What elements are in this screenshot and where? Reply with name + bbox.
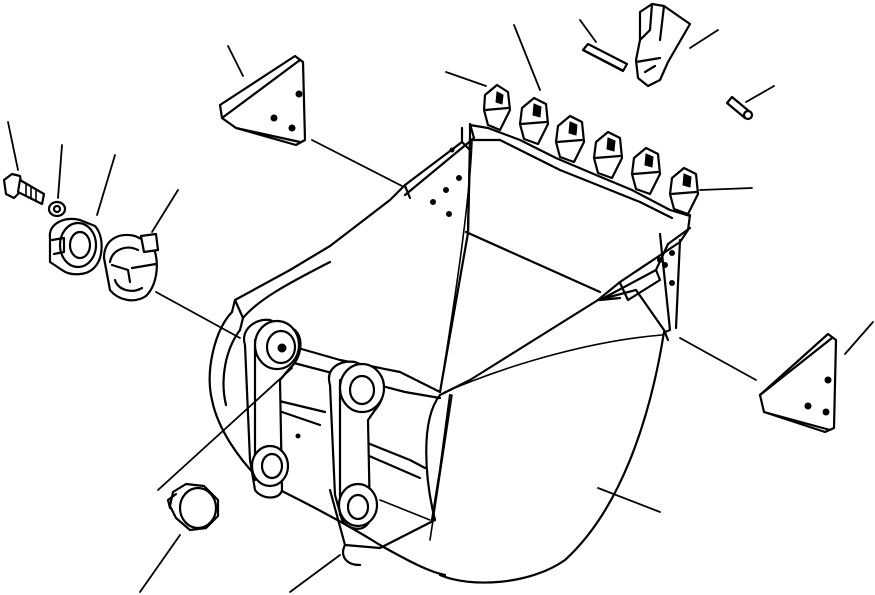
tooth-adapter-icon [630,146,662,196]
tooth-adapter-icon [554,114,586,164]
tooth-adapter-icon [592,130,624,180]
bolt [2,172,46,206]
tooth-adapter-icon [668,166,700,216]
tooth-point [634,2,692,88]
tooth-adapters [468,83,700,220]
tooth-adapter-icon [518,96,550,146]
leader-lines [7,19,874,593]
bucket-body [208,122,692,584]
adjusting-nut [48,217,103,276]
retaining-pin-short [725,95,754,121]
shim-plate [102,232,160,302]
bushing [166,482,220,532]
retaining-pin-long [581,42,629,73]
side-cutter-right [758,332,838,434]
tooth-adapter-icon [482,83,512,132]
washer [47,200,67,218]
side-cutter-left [218,54,307,147]
